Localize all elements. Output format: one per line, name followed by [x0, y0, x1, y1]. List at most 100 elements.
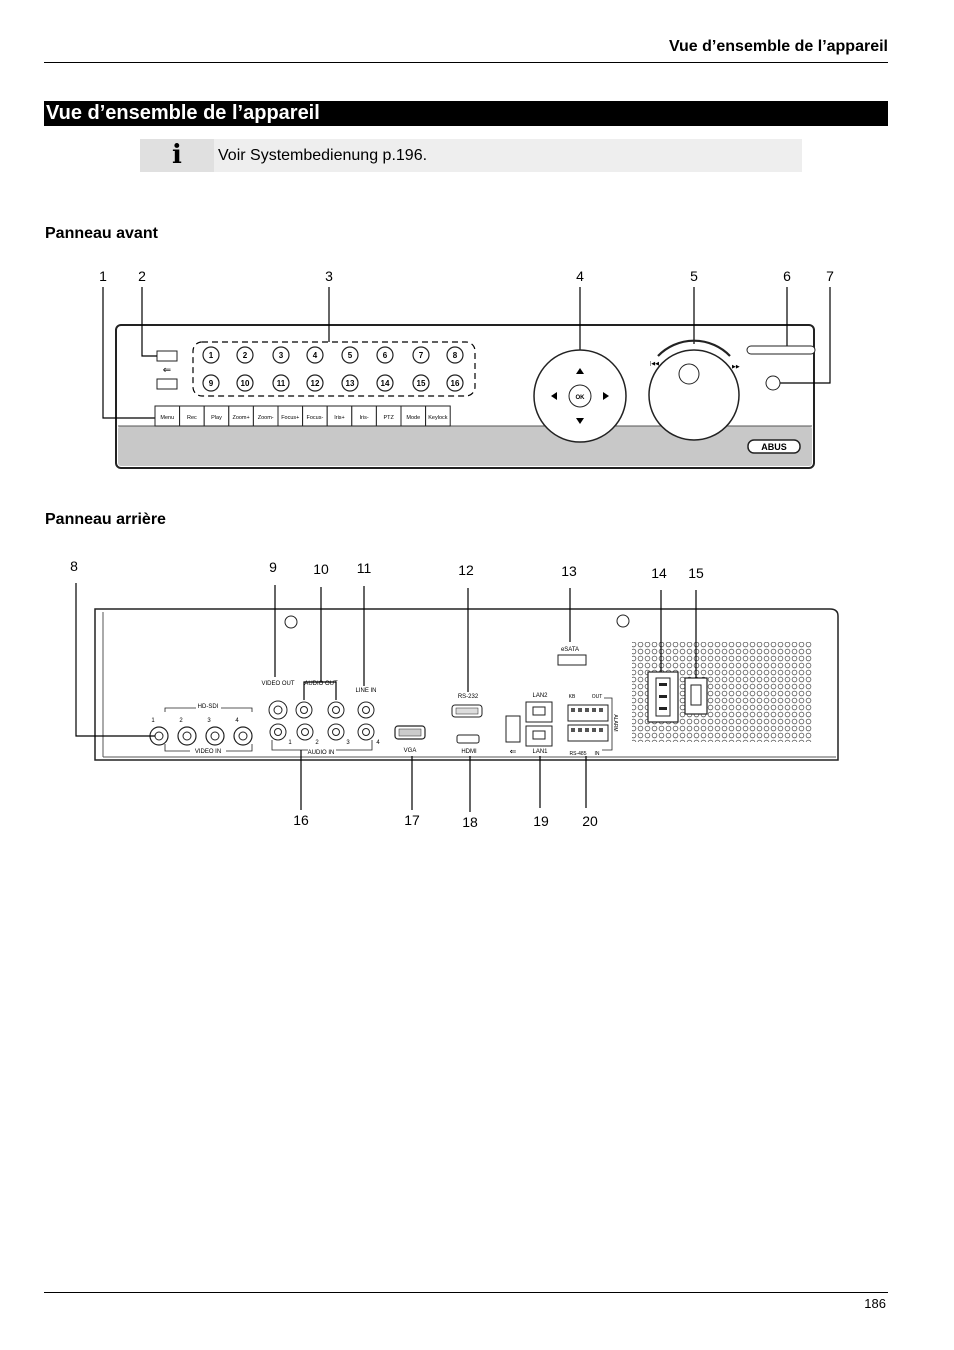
line-in-label: LINE IN: [355, 688, 376, 694]
channel-button-16[interactable]: [446, 374, 464, 392]
usb-rear-icon: ⇐: [510, 747, 517, 756]
lan2-port: [525, 701, 553, 723]
callout-14: 14: [651, 565, 667, 581]
nav-up-icon[interactable]: [576, 368, 584, 374]
jog-shuttle-dial[interactable]: [648, 349, 740, 441]
kb-label: KB: [569, 694, 576, 700]
function-button-label: Focus-: [306, 415, 323, 421]
function-button-label: Iris-: [360, 415, 369, 421]
function-button-label: Menu: [160, 415, 174, 421]
hd-sdi-label: HD-SDI: [198, 704, 219, 710]
channel-button-1[interactable]: [202, 346, 220, 364]
in-label: IN: [595, 751, 600, 757]
esata-label: eSATA: [561, 647, 579, 653]
function-button-label: Focus+: [281, 415, 299, 421]
channel-button-11[interactable]: [272, 374, 290, 392]
audio-in-label: AUDIO IN: [308, 750, 335, 756]
usb-port-front-2: [156, 378, 178, 390]
callout-6: 6: [783, 268, 791, 284]
video-in-label: VIDEO IN: [195, 749, 221, 755]
footer-rule: [44, 1292, 888, 1293]
channel-button-13[interactable]: [341, 374, 359, 392]
lan1-label: LAN1: [532, 749, 548, 755]
channel-button-label: 10: [241, 379, 250, 388]
rewind-icon: |◀◀: [650, 361, 659, 367]
video-out-label: VIDEO OUT: [261, 681, 294, 687]
usb-port-front-1: [156, 350, 178, 362]
callout-2: 2: [138, 268, 146, 284]
audio-out-2: [327, 701, 345, 719]
channel-button-label: 15: [417, 379, 426, 388]
channel-button-label: 13: [346, 379, 355, 388]
usb-port-rear: [505, 715, 521, 743]
audio-in-connector-3: [327, 723, 345, 741]
channel-button-7[interactable]: [412, 346, 430, 364]
audio-in-number: 3: [346, 740, 350, 746]
channel-button-15[interactable]: [412, 374, 430, 392]
audio-in-number: 2: [315, 740, 319, 746]
callout-12: 12: [458, 562, 474, 578]
channel-button-14[interactable]: [376, 374, 394, 392]
channel-button-6[interactable]: [376, 346, 394, 364]
header-rule: [44, 62, 888, 63]
line-in-connector: [357, 701, 375, 719]
lan2-label: LAN2: [532, 693, 548, 699]
channel-button-8[interactable]: [446, 346, 464, 364]
channel-button-label: 16: [451, 379, 460, 388]
callout-15: 15: [688, 565, 704, 581]
video-out-connector: [268, 700, 288, 720]
channel-button-label: 12: [311, 379, 320, 388]
channel-button-12[interactable]: [306, 374, 324, 392]
running-header: Vue d’ensemble de l’appareil: [668, 38, 888, 55]
callout-4: 4: [576, 268, 584, 284]
function-button-keylock[interactable]: [425, 405, 451, 427]
screw-hole-2: [616, 614, 630, 628]
channel-button-label: 1: [209, 351, 214, 360]
jog-knob[interactable]: [678, 363, 700, 385]
video-in-number: 4: [235, 718, 239, 724]
function-button-label: Zoom+: [232, 415, 249, 421]
audio-out-label: AUDIO OUT: [304, 681, 338, 687]
hdmi-label: HDMI: [461, 749, 477, 755]
note-text: Voir Systembedienung p.196.: [218, 147, 428, 164]
ok-button[interactable]: [568, 384, 592, 408]
channel-button-label: 9: [209, 379, 214, 388]
channel-button-label: 7: [419, 351, 424, 360]
page-number: 186: [864, 1296, 886, 1311]
callout-5: 5: [690, 268, 698, 284]
channel-button-3[interactable]: [272, 346, 290, 364]
nav-right-icon[interactable]: [603, 392, 609, 400]
function-button-label: PTZ: [384, 415, 395, 421]
video-in-number: 1: [151, 718, 155, 724]
front-panel-heading: Panneau avant: [45, 225, 158, 242]
function-button-label: Keylock: [428, 415, 448, 421]
channel-button-9[interactable]: [202, 374, 220, 392]
function-button-label: Play: [211, 415, 222, 421]
usb-icon: ⇐: [163, 365, 171, 376]
channel-button-10[interactable]: [236, 374, 254, 392]
screw-hole-1: [284, 615, 298, 629]
channel-button-2[interactable]: [236, 346, 254, 364]
lan1-port: [525, 725, 553, 747]
out-label: OUT: [592, 694, 603, 700]
callout-7: 7: [826, 268, 834, 284]
nav-down-icon[interactable]: [576, 418, 584, 424]
vga-label: VGA: [404, 748, 417, 754]
alarm-out-terminal: [567, 704, 609, 722]
channel-button-label: 11: [277, 379, 286, 388]
callout-20: 20: [582, 813, 598, 829]
callout-3: 3: [325, 268, 333, 284]
info-note: i Voir Systembedienung p.196.: [140, 139, 802, 172]
audio-out-1: [295, 701, 313, 719]
audio-in-connector-1: [269, 723, 287, 741]
esata-port: [557, 654, 587, 666]
nav-left-icon[interactable]: [551, 392, 557, 400]
power-switch[interactable]: [684, 677, 708, 715]
channel-button-4[interactable]: [306, 346, 324, 364]
audio-in-number: 4: [376, 740, 380, 746]
hdmi-port: [456, 734, 480, 744]
info-icon: i: [140, 139, 214, 172]
channel-button-5[interactable]: [341, 346, 359, 364]
callout-18: 18: [462, 814, 478, 830]
